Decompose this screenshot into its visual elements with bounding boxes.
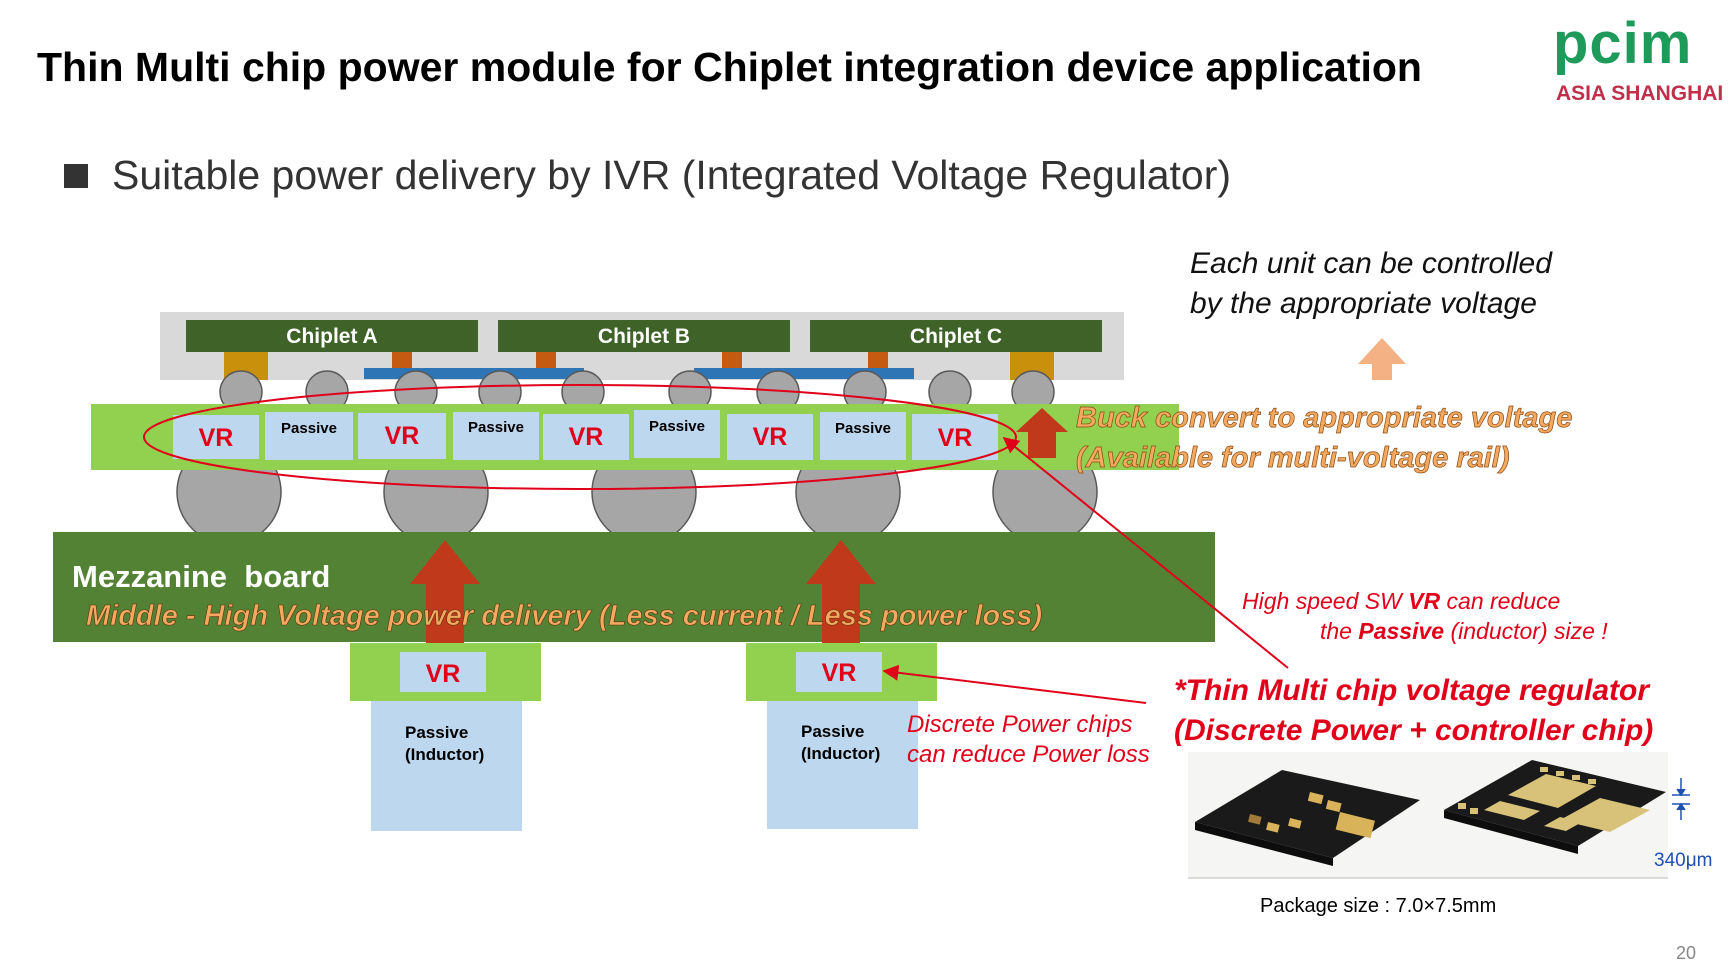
connector-to-ivr bbox=[1002, 436, 1289, 669]
discrete-note-line-2: can reduce Power loss bbox=[907, 741, 1150, 768]
lower-passive-right bbox=[767, 701, 918, 829]
lower-vr-label-right: VR bbox=[822, 659, 857, 687]
sw-note-line-2-bold: Passive bbox=[1358, 618, 1444, 644]
ivr-vr-label-5: VR bbox=[938, 424, 973, 452]
lower-inductor-label-right: (Inductor) bbox=[801, 744, 880, 763]
thin-module-line-2: (Discrete Power + controller chip) bbox=[1174, 714, 1653, 747]
thin-module-line-1: *Thin Multi chip voltage regulator bbox=[1174, 674, 1651, 707]
ivr-passive-box-3 bbox=[634, 410, 720, 458]
mezzanine-subtitle: Middle - High Voltage power delivery (Le… bbox=[86, 600, 1042, 632]
power-up-arrow-left-icon bbox=[410, 540, 480, 645]
buck-text-line-1: Buck convert to appropriate voltage bbox=[1076, 402, 1572, 434]
ivr-vr-label-4: VR bbox=[753, 423, 788, 451]
sw-note-line-1-pre: High speed SW bbox=[1242, 588, 1408, 614]
ivr-vr-label-3: VR bbox=[569, 423, 604, 451]
chiplet-a-label: Chiplet A bbox=[286, 325, 377, 348]
chiplet-b-label: Chiplet B bbox=[598, 325, 690, 348]
ivr-vr-box-2 bbox=[358, 413, 446, 459]
page-number: 20 bbox=[1676, 943, 1697, 963]
chiplet-c-label: Chiplet C bbox=[910, 325, 1002, 348]
mezzanine-title: Mezzanine board bbox=[72, 559, 330, 594]
sw-note: High speed SW VR can reduce the Passive … bbox=[1242, 588, 1608, 644]
mezzanine-board bbox=[53, 532, 1215, 642]
discrete-note: Discrete Power chips can reduce Power lo… bbox=[907, 711, 1150, 768]
chiplet-b: Chiplet B bbox=[498, 320, 790, 352]
ivr-passive-box-1 bbox=[265, 412, 353, 460]
package-photo: 340μm bbox=[1188, 752, 1712, 879]
bullet-text: Suitable power delivery by IVR (Integrat… bbox=[112, 152, 1232, 198]
lower-vr-box-left bbox=[400, 652, 486, 692]
ivr-vr-box-5 bbox=[912, 414, 998, 460]
pcim-logo: pcim bbox=[1553, 11, 1693, 76]
note-top: Each unit can be controlled by the appro… bbox=[1190, 244, 1552, 324]
ivr-passive-box-2 bbox=[453, 412, 539, 460]
ivr-passive-label-3: Passive bbox=[649, 418, 705, 435]
buck-up-arrow-icon bbox=[1016, 408, 1068, 458]
sw-note-line-2-post: (inductor) size ! bbox=[1444, 618, 1608, 644]
sw-note-line-1-bold: VR bbox=[1408, 588, 1440, 614]
lower-vr-label-left: VR bbox=[426, 660, 461, 688]
ivr-vr-label-1: VR bbox=[199, 424, 234, 452]
lower-vr-box-right bbox=[796, 652, 882, 692]
ivr-row: VR Passive VR Passive VR Passive VR Pass… bbox=[173, 410, 998, 460]
sw-note-line-1-post: can reduce bbox=[1440, 588, 1560, 614]
pcim-logo-subtitle: ASIA SHANGHAI bbox=[1556, 82, 1724, 105]
voltage-up-arrow-icon bbox=[1358, 338, 1406, 380]
ivr-passive-label-2: Passive bbox=[468, 419, 524, 436]
svg-text:the Passive (inductor) size !: the Passive (inductor) size ! bbox=[1320, 618, 1608, 644]
lower-passive-label-left: Passive bbox=[405, 723, 468, 742]
chiplet-a: Chiplet A bbox=[186, 320, 478, 352]
lower-module-right: VR Passive (Inductor) bbox=[746, 643, 937, 829]
lower-module-left: VR Passive (Inductor) bbox=[350, 643, 541, 831]
svg-text:High speed SW VR can reduce: High speed SW VR can reduce bbox=[1242, 588, 1560, 614]
connector-to-lower-vr bbox=[882, 664, 1147, 704]
power-up-arrow-right-icon bbox=[806, 540, 876, 645]
bridge-1 bbox=[364, 368, 584, 379]
slide-title: Thin Multi chip power module for Chiplet… bbox=[37, 44, 1422, 90]
lower-passive-label-right: Passive bbox=[801, 722, 864, 741]
bridge-2 bbox=[694, 368, 914, 379]
thickness-label: 340μm bbox=[1654, 850, 1712, 871]
ivr-passive-label-1: Passive bbox=[281, 420, 337, 437]
ivr-vr-box-1 bbox=[173, 415, 259, 459]
note-top-line-1: Each unit can be controlled bbox=[1190, 247, 1552, 280]
note-top-line-2: by the appropriate voltage bbox=[1190, 287, 1537, 320]
thickness-marker bbox=[1672, 778, 1690, 820]
ivr-vr-label-2: VR bbox=[385, 422, 420, 450]
package-chip-top-side bbox=[1195, 770, 1420, 866]
ivr-passive-label-4: Passive bbox=[835, 420, 891, 437]
lower-passive-left bbox=[371, 701, 522, 831]
package-size-caption: Package size : 7.0×7.5mm bbox=[1260, 895, 1496, 917]
ivr-passive-box-4 bbox=[820, 412, 906, 460]
ivr-vr-box-4 bbox=[727, 414, 813, 460]
buck-text-line-2: (Available for multi-voltage rail) bbox=[1076, 442, 1509, 474]
discrete-note-line-1: Discrete Power chips bbox=[907, 711, 1132, 738]
buck-text: Buck convert to appropriate voltage (Ava… bbox=[1076, 402, 1573, 475]
bullet-square-icon bbox=[64, 164, 88, 188]
sw-note-line-2-pre: the bbox=[1320, 618, 1358, 644]
ivr-vr-box-3 bbox=[543, 414, 629, 460]
package-chip-bottom-side bbox=[1444, 760, 1666, 854]
lower-inductor-label-left: (Inductor) bbox=[405, 745, 484, 764]
thin-module-text: *Thin Multi chip voltage regulator (Disc… bbox=[1174, 674, 1653, 747]
chiplet-c: Chiplet C bbox=[810, 320, 1102, 352]
